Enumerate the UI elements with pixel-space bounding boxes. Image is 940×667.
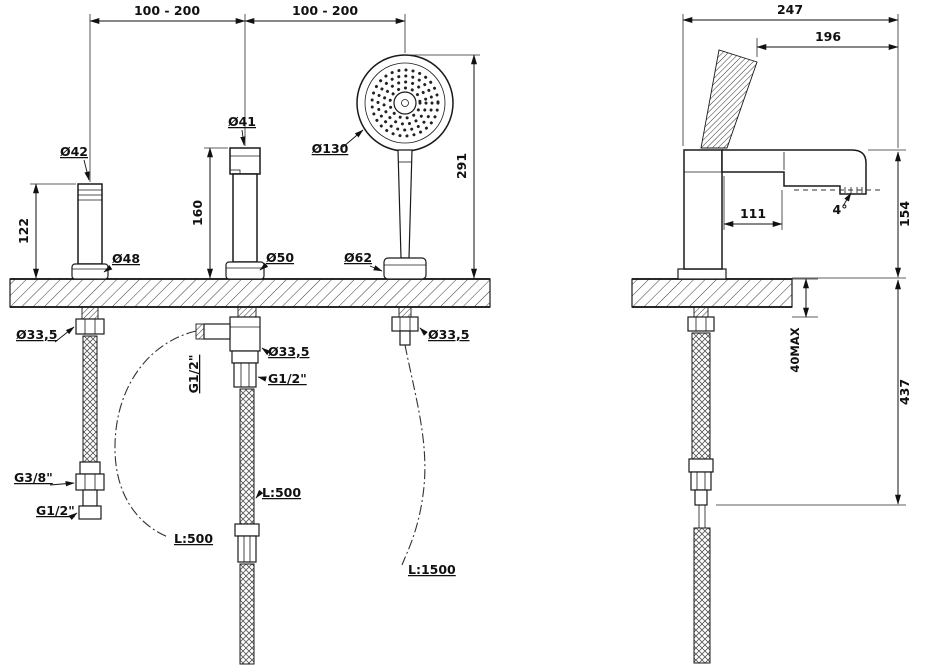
handshower-handle (397, 149, 413, 259)
nozzle-ring-inner (388, 86, 422, 120)
spout-unit (195, 147, 265, 665)
supply-hose-side-upper (691, 332, 711, 460)
head-center-cap (393, 91, 417, 115)
dia-41-label: Ø41 (228, 114, 256, 129)
dimensions-side: 247 196 111 4° 154 437 40MAX (682, 2, 912, 506)
dia-33-left-label: Ø33,5 (16, 327, 57, 342)
supply-hose-left (82, 335, 98, 463)
hose-l500-curve-label: L:500 (174, 531, 213, 546)
spout-head (229, 147, 261, 175)
dia-62-label: Ø62 (344, 250, 372, 265)
dia-33-right-label: Ø33,5 (428, 327, 469, 342)
holder-shank-thread (398, 306, 412, 318)
hose-l1500-label: L:1500 (408, 562, 456, 577)
valve-nut (231, 350, 259, 364)
diverter-valve-body (229, 316, 261, 352)
thread-g12-left-label: G1/2" (36, 503, 75, 518)
holder-hose-stub (399, 330, 411, 346)
dia-33-mid-label: Ø33,5 (268, 344, 309, 359)
front-view: 100 - 200 100 - 200 122 160 291 Ø42 Ø48 … (9, 3, 491, 665)
handle-mounting-nut (75, 318, 105, 335)
supply-hose-mid-upper (239, 388, 255, 525)
side-view: 247 196 111 4° 154 437 40MAX (631, 2, 912, 664)
joystick-handle-blade (700, 49, 758, 149)
dim-196-label: 196 (815, 29, 841, 44)
under-deck-side (687, 306, 715, 664)
body-base-plate (677, 268, 727, 280)
mixer-handle-unit (71, 183, 109, 520)
deck-side (631, 278, 793, 308)
handle-tailpiece-thread (81, 306, 99, 320)
side-mounting-nut (687, 316, 715, 332)
holder-mounting-nut (391, 316, 419, 332)
hose-coupler-b (237, 535, 257, 563)
spout-side (721, 149, 867, 195)
nozzle-ring-3 (376, 74, 434, 132)
deck-slab-front (9, 278, 491, 308)
thread-mid-bottom-label: G1/2" (268, 371, 307, 386)
hose-curves (114, 330, 426, 566)
dim-122-label: 122 (16, 218, 31, 244)
dia-48-label: Ø48 (112, 251, 140, 266)
side-outlet (203, 323, 231, 340)
dimensions-front: 100 - 200 100 - 200 122 160 291 Ø42 Ø48 … (14, 3, 480, 577)
dia-50-label: Ø50 (266, 250, 294, 265)
side-tailpiece-thread (693, 306, 709, 318)
dim-111-label: 111 (740, 206, 766, 221)
nozzle-ring-2 (382, 80, 428, 126)
spout-base-flange (225, 261, 265, 280)
mixer-body-side (683, 149, 723, 270)
spout-column (232, 173, 258, 263)
dim-span-left-label: 100 - 200 (134, 3, 200, 18)
handle-column (77, 183, 103, 265)
dim-40max-label: 40MAX (788, 327, 802, 372)
dim-154-label: 154 (897, 201, 912, 227)
hose-l500-mid-label: L:500 (262, 485, 301, 500)
hose-coupler-a (234, 523, 260, 537)
thread-side-outlet-label: G1/2" (186, 355, 201, 394)
supply-hose-side-lower (693, 527, 711, 664)
dim-437-label: 437 (897, 379, 912, 405)
side-hose-link (698, 504, 706, 529)
handshower-holder-flange (383, 257, 427, 280)
hose-cylinder (82, 489, 98, 507)
handle-base-flange (71, 263, 109, 280)
dim-247-label: 247 (777, 2, 803, 17)
dia-42-label: Ø42 (60, 144, 88, 159)
hose-end-nut-g12 (78, 505, 102, 520)
dim-291-label: 291 (454, 153, 469, 179)
dim-160-label: 160 (190, 200, 205, 226)
side-hose-end (694, 489, 708, 506)
mixer-side (677, 49, 884, 280)
hose-nut-a (79, 461, 101, 475)
handshower-unit (356, 54, 454, 346)
side-outlet-thread (195, 323, 205, 340)
deck-slab-side (631, 278, 793, 308)
side-hose-nut (688, 458, 714, 473)
nozzle-ring-outer (370, 68, 440, 138)
angle-4-label: 4° (833, 202, 848, 217)
deck-front (9, 278, 491, 308)
side-outlet-hose-curve (114, 330, 197, 538)
supply-hose-mid-lower (239, 563, 255, 665)
dim-span-right-label: 100 - 200 (292, 3, 358, 18)
valve-hex-g12 (233, 362, 257, 388)
hose-hex-g38 (75, 473, 105, 491)
thread-g38-label: G3/8" (14, 470, 53, 485)
spout-shank-thread (237, 306, 257, 318)
side-hose-hex (690, 471, 712, 491)
dia-130-label: Ø130 (312, 141, 349, 156)
handshower-hose-curve (401, 344, 426, 566)
